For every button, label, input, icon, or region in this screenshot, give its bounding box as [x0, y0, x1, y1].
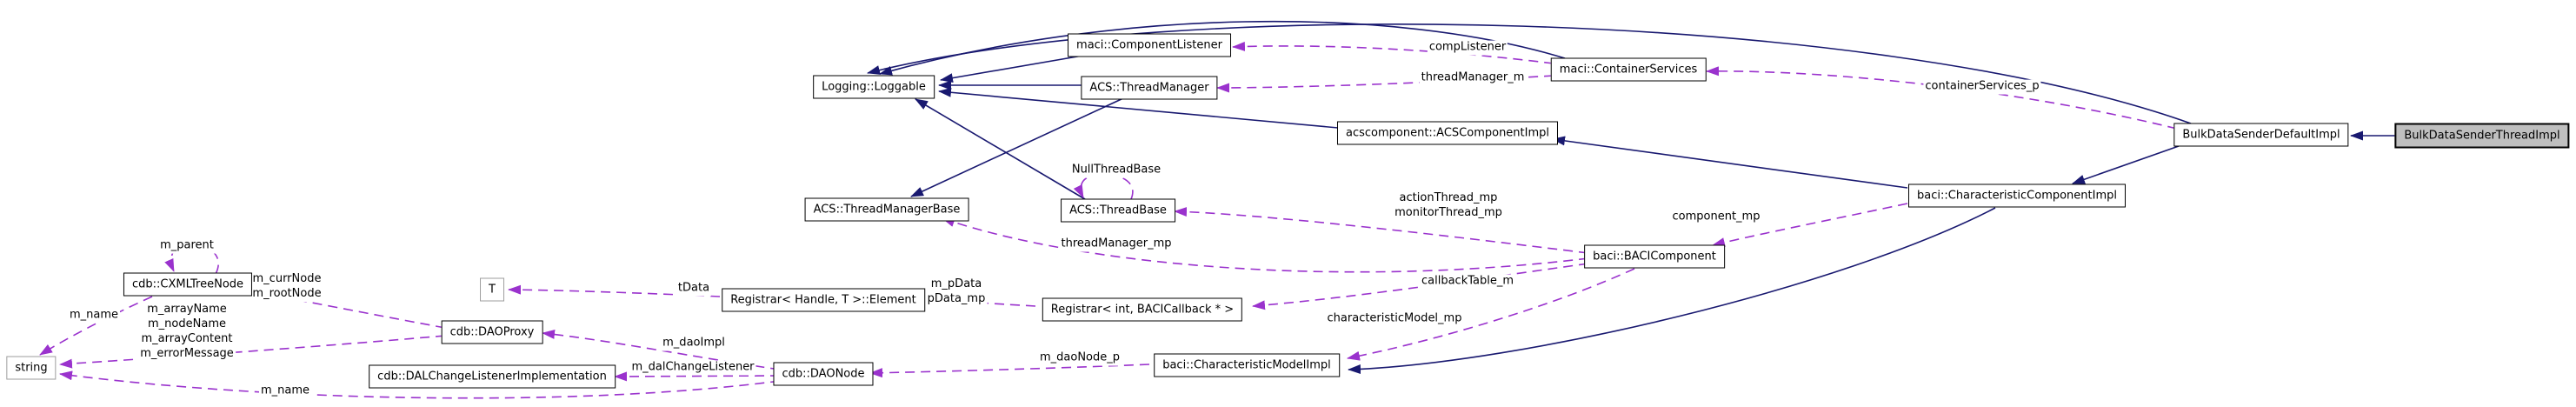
node-baci-component[interactable]: baci::BACIComponent: [1584, 244, 1725, 269]
edge-charcomponentimpl-acscomponentimpl: [1552, 136, 1908, 189]
edge-m-arrayname: [59, 335, 446, 369]
edge-label-nullthreadbase: NullThreadBase: [1069, 163, 1163, 178]
node-thread-manager[interactable]: ACS::ThreadManager: [1081, 76, 1218, 100]
inheritance-edges: [867, 20, 2401, 374]
edge-nullthreadbase-selfloop: [1073, 173, 1134, 200]
edge-characteristicmodel-mp: [1347, 268, 1635, 361]
node-bulk-data-sender-default-impl[interactable]: BulkDataSenderDefaultImpl: [2173, 123, 2349, 147]
edge-label-containerservices-p: containerServices_p: [1923, 79, 2041, 95]
edge-threadbase-loggable: [915, 98, 1086, 200]
node-acs-component-impl[interactable]: acscomponent::ACSComponentImpl: [1336, 121, 1559, 145]
edge-label-m-daonode-p: m_daoNode_p: [1037, 350, 1122, 366]
node-registrar-element[interactable]: Registrar< Handle, T >::Element: [722, 288, 925, 312]
edge-label-m-daoimpl: m_daoImpl: [661, 336, 727, 351]
node-t: T: [480, 277, 504, 302]
edge-m-daonode-p: [869, 364, 1150, 378]
edge-actionthread-mp: [1174, 207, 1589, 254]
edge-label-m-currnode: m_currNode m_rootNode: [250, 272, 323, 302]
node-char-component-impl[interactable]: baci::CharacteristicComponentImpl: [1908, 183, 2126, 208]
edge-complistener: [1232, 41, 1554, 64]
edge-label-m-pdata: m_pData pData_mp: [925, 277, 988, 307]
edge-label-m-arrayname: m_arrayName m_nodeName m_arrayContent m_…: [138, 303, 236, 362]
edge-containerservices-loggable: [879, 20, 1566, 76]
edge-label-m-name-treenode: m_name: [67, 308, 121, 324]
edge-component-mp: [1712, 203, 1908, 247]
node-component-listener[interactable]: maci::ComponentListener: [1068, 33, 1231, 57]
node-bulk-data-sender-thread-impl: BulkDataSenderThreadImpl: [2394, 123, 2570, 149]
edge-containerservices-p: [1706, 66, 2178, 130]
edge-charcomponentimpl-charmodelimpl: [1348, 207, 1996, 374]
edge-bulkdefault-loggable: [867, 23, 2192, 124]
edge-callbacktable-m: [1252, 263, 1589, 310]
edge-label-characteristicmodel-mp: characteristicModel_mp: [1325, 311, 1464, 327]
edge-label-m-name-daonode: m_name: [258, 384, 312, 399]
edge-label-actionthread-mp: actionThread_mp monitorThread_mp: [1393, 191, 1504, 221]
edge-acscomponentimpl-loggable: [938, 87, 1348, 130]
node-thread-manager-base[interactable]: ACS::ThreadManagerBase: [804, 197, 969, 222]
edge-m-name-treenode: [39, 296, 153, 356]
edge-label-threadmanager-mp: threadManager_mp: [1059, 237, 1174, 252]
node-cxml-tree-node[interactable]: cdb::CXMLTreeNode: [123, 272, 253, 297]
edge-threadmanager-threadmanagerbase: [910, 97, 1124, 197]
node-dal-change-listener-implementation[interactable]: cdb::DALChangeListenerImplementation: [369, 364, 616, 389]
edge-label-component-mp: component_mp: [1670, 210, 1762, 225]
edge-m-name-daonode: [59, 370, 781, 399]
edge-label-complistener: compListener: [1427, 40, 1508, 56]
node-registrar-int-bacicallback[interactable]: Registrar< int, BACICallback * >: [1042, 297, 1243, 322]
node-container-services[interactable]: maci::ContainerServices: [1550, 57, 1707, 82]
node-char-model-impl[interactable]: baci::CharacteristicModelImpl: [1154, 353, 1340, 377]
edge-tdata: [508, 284, 721, 297]
edge-threadmanager-mp: [942, 217, 1589, 273]
node-thread-base[interactable]: ACS::ThreadBase: [1061, 198, 1175, 223]
edge-label-threadmanager-m: threadManager_m: [1419, 70, 1527, 86]
node-dao-proxy[interactable]: cdb::DAOProxy: [441, 320, 543, 344]
edge-m-dalchangelistener: [614, 371, 781, 382]
edge-componentlistener-loggable: [940, 55, 1083, 83]
node-loggable[interactable]: Logging::Loggable: [813, 75, 935, 99]
edge-bulkdefault-charcomponentimpl: [2072, 145, 2180, 184]
node-string: string: [6, 356, 57, 380]
edge-label-tdata: tData: [676, 281, 712, 297]
edge-label-m-dalchangelistener: m_dalChangeListener: [629, 360, 756, 376]
edge-label-m-parent: m_parent: [158, 238, 216, 254]
edge-label-callbacktable-m: callbackTable_m: [1419, 274, 1516, 290]
node-dao-node[interactable]: cdb::DAONode: [773, 362, 874, 386]
